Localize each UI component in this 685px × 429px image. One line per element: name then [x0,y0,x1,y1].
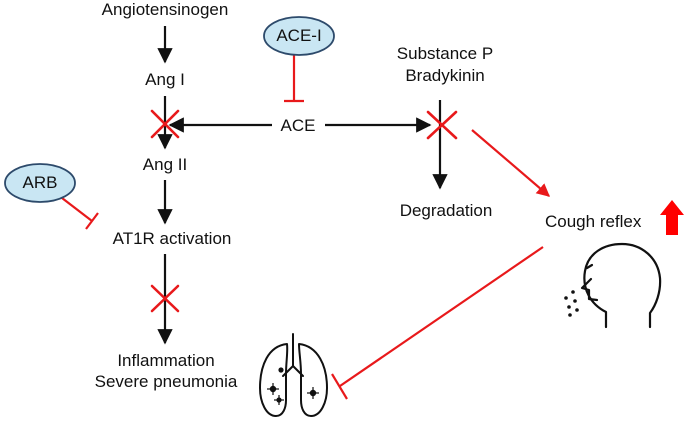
lungs-icon [259,333,328,417]
coughing-head-icon [580,242,662,329]
degradation-label: Degradation [399,201,493,220]
cough-inhibition-bar [331,373,348,400]
ace-i-label: ACE-I [276,26,322,45]
ace-label: ACE [280,116,316,135]
arb-inhibition-line [61,197,93,222]
red-x-icon [150,109,180,139]
cough-reflex-label: Cough reflex [545,212,642,231]
arb-inhibition-bar [85,212,99,230]
at1r-activation-label: AT1R activation [112,229,232,248]
inflammation-label: Inflammation [117,351,215,370]
severe-pneumonia-label: Severe pneumonia [94,372,238,391]
up-arrow-icon [660,200,684,235]
arb-oval [4,163,76,203]
ang2-label: Ang II [142,155,188,174]
bradykinin-label: Bradykinin [405,66,485,85]
cough-inhibition-line [339,246,544,387]
arrow-to-cough-reflex [471,129,551,197]
ace-i-oval [263,16,335,56]
angiotensinogen-label: Angiotensinogen [101,0,229,19]
ang1-label: Ang I [145,70,185,89]
red-x-icon [150,284,180,313]
cough-droplets [564,290,579,317]
virus-particles [269,367,317,403]
red-x-icon [426,110,458,140]
substance-p-label: Substance P [396,44,494,63]
arb-label: ARB [22,173,58,192]
virus-spikes [267,383,319,405]
